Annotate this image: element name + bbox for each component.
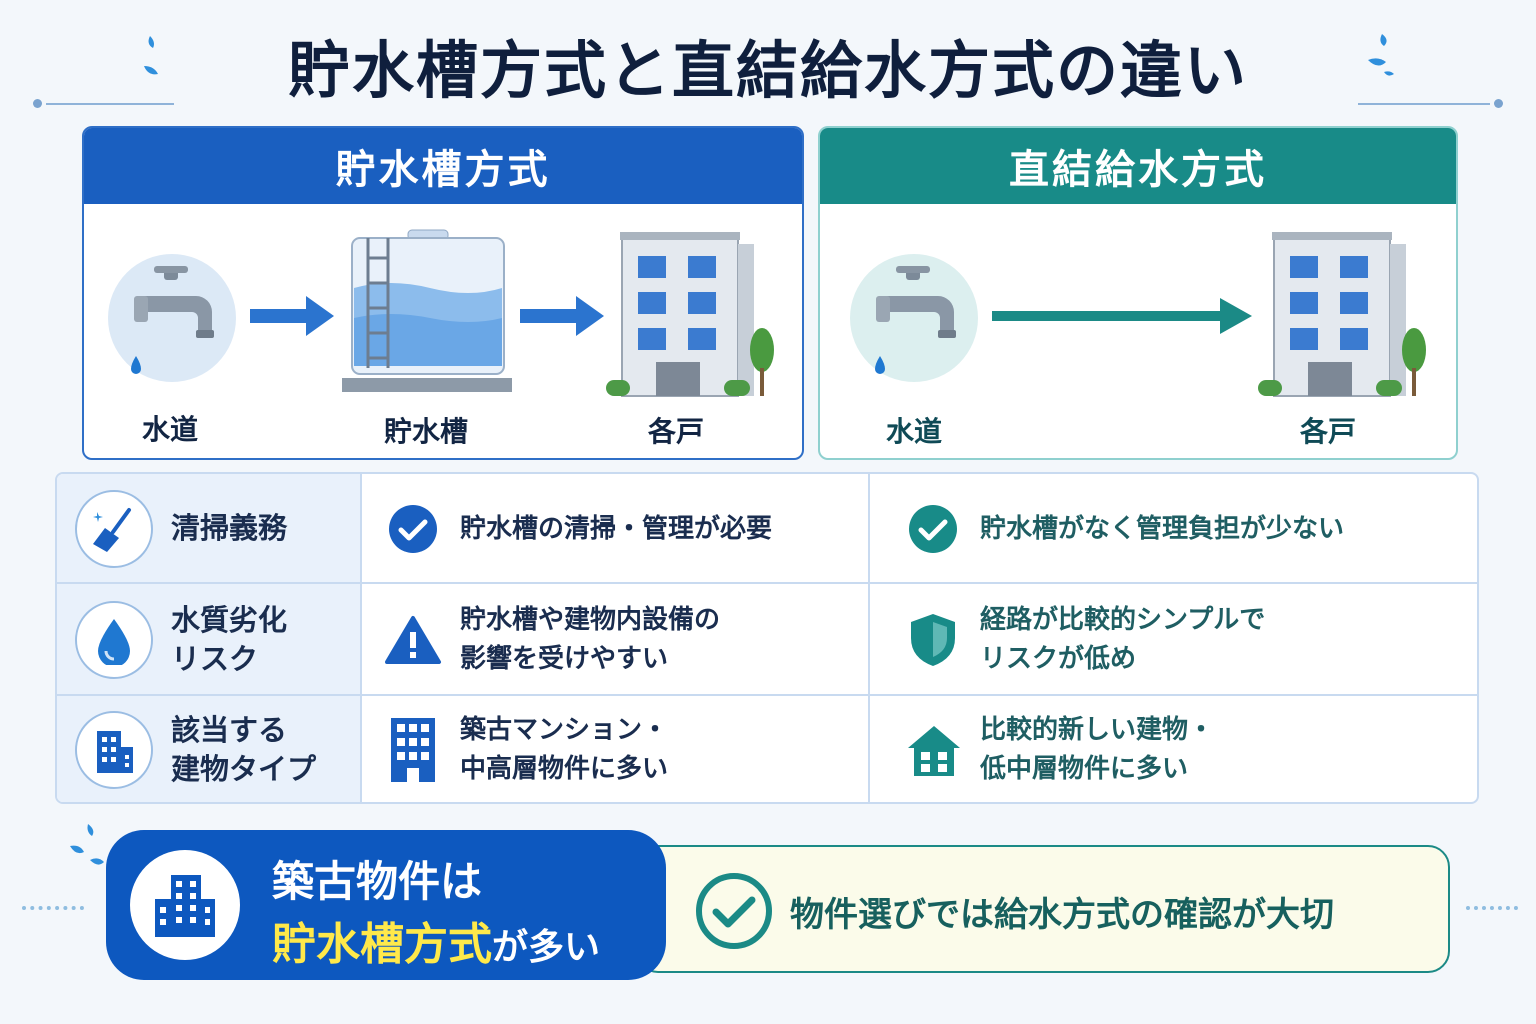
- table-row: 清掃義務 貯水槽の清掃・管理が必要 貯水槽がなく管理負担が少ない: [57, 474, 1477, 584]
- direct-system-header: 直結給水方式: [820, 128, 1456, 204]
- dotted-divider-left: [22, 906, 84, 910]
- apartment-building-icon: [1258, 232, 1426, 397]
- row-label: 水質劣化 リスク: [171, 602, 288, 676]
- page-title: 貯水槽方式と直結給水方式の違い: [287, 34, 1248, 107]
- summary-highlight: 貯水槽方式: [272, 919, 492, 970]
- direct-cell: 経路が比較的シンプルで リスクが低め: [870, 584, 1477, 696]
- summary-line-2: 貯水槽方式が多い: [272, 908, 600, 972]
- advice-text: 物件選びでは給水方式の確認が大切: [790, 895, 1334, 935]
- tank-node-label-1: 水道: [141, 413, 198, 446]
- warning-icon: [384, 611, 442, 669]
- apartment-icon: [384, 718, 442, 782]
- comparison-table: 清掃義務 貯水槽の清掃・管理が必要 貯水槽がなく管理負担が少ない 水質劣化 リス…: [55, 472, 1479, 804]
- tank-system-header: 貯水槽方式: [84, 128, 802, 204]
- dotted-divider-right: [1466, 906, 1518, 910]
- tank-node-label-3: 各戸: [647, 415, 704, 448]
- title-dot-left: [33, 99, 42, 108]
- sparkle-right-icon: [1368, 34, 1394, 76]
- tank-text: 築古マンション・ 中高層物件に多い: [460, 715, 669, 784]
- row-label-cell: 清掃義務: [57, 474, 362, 584]
- house-icon: [904, 721, 962, 779]
- table-row: 該当する 建物タイプ 築古マンション・ 中高層物件に多い: [57, 694, 1477, 802]
- water-tank-icon: [342, 229, 512, 392]
- flow-arrow-2: [520, 296, 604, 336]
- direct-text: 経路が比較的シンプルで リスクが低め: [980, 605, 1266, 674]
- faucet-icon: [850, 254, 978, 382]
- shield-icon: [904, 611, 962, 669]
- faucet-icon: [108, 254, 236, 382]
- tank-cell: 貯水槽や建物内設備の 影響を受けやすい: [362, 584, 870, 696]
- row-label: 清掃義務: [171, 511, 288, 546]
- title-dot-right: [1494, 99, 1503, 108]
- tank-text: 貯水槽や建物内設備の 影響を受けやすい: [460, 605, 721, 674]
- title-divider-left: [46, 103, 174, 105]
- check-circle-icon: [696, 873, 772, 949]
- tank-cell: 貯水槽の清掃・管理が必要: [362, 474, 870, 584]
- row-label-cell: 該当する 建物タイプ: [57, 696, 362, 802]
- row-label-cell: 水質劣化 リスク: [57, 584, 362, 696]
- direct-node-label-2: 各戸: [1299, 415, 1356, 448]
- tank-text: 貯水槽の清掃・管理が必要: [460, 513, 773, 544]
- water-drop-icon: [75, 601, 153, 679]
- flow-arrow-direct: [992, 298, 1252, 334]
- tank-node-label-2: 貯水槽: [383, 415, 468, 448]
- tank-cell: 築古マンション・ 中高層物件に多い: [362, 696, 870, 802]
- advice-box: 物件選びでは給水方式の確認が大切: [636, 845, 1450, 973]
- broom-icon: [75, 490, 153, 568]
- building-icon: [130, 850, 240, 960]
- direct-cell: 比較的新しい建物・ 低中層物件に多い: [870, 696, 1477, 802]
- building-icon: [75, 711, 153, 789]
- title-divider-right: [1358, 103, 1490, 105]
- summary-callout: 築古物件は 貯水槽方式が多い: [106, 830, 666, 980]
- check-circle-icon: [384, 500, 442, 558]
- direct-cell: 貯水槽がなく管理負担が少ない: [870, 474, 1477, 584]
- direct-node-label-1: 水道: [885, 415, 942, 448]
- summary-suffix: が多い: [492, 927, 601, 968]
- apartment-building-icon: [606, 232, 774, 397]
- table-row: 水質劣化 リスク 貯水槽や建物内設備の 影響を受けやすい 経路が比較的シンプルで…: [57, 582, 1477, 696]
- direct-text: 比較的新しい建物・ 低中層物件に多い: [980, 715, 1215, 784]
- flow-arrow-1: [250, 296, 334, 336]
- direct-text: 貯水槽がなく管理負担が少ない: [980, 513, 1345, 544]
- sparkle-bottom-icon: [70, 824, 104, 865]
- row-label: 該当する 建物タイプ: [171, 712, 317, 786]
- check-circle-icon: [904, 500, 962, 558]
- tank-system-panel: 貯水槽方式: [82, 126, 804, 460]
- sparkle-left-icon: [144, 36, 158, 75]
- summary-line-1: 築古物件は: [272, 857, 483, 906]
- direct-system-panel: 直結給水方式: [818, 126, 1458, 460]
